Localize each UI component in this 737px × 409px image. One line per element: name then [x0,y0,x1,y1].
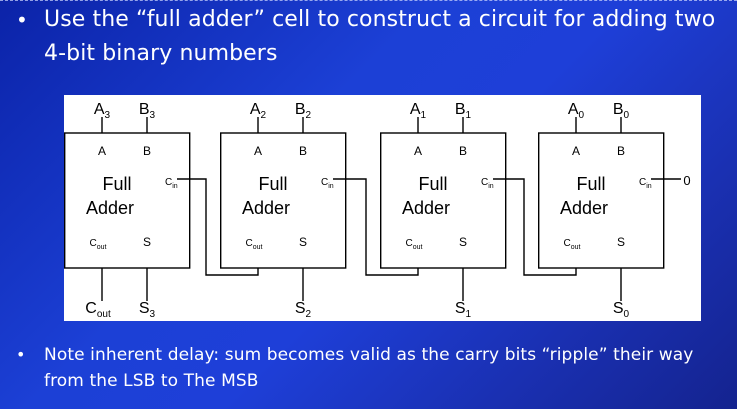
full-adder-cell-1 [380,132,507,269]
sum-label-s2: S2 [295,300,312,320]
port-label-cin: Cin [639,177,652,190]
input-label-a3: A3 [94,101,111,121]
port-label-s: S [299,235,307,249]
full-adder-cell-2 [219,132,347,269]
input-label-a1: A1 [410,101,427,121]
port-label-a: A [98,144,106,158]
sum-label-s0: S0 [613,300,630,320]
input-label-b1: B1 [455,101,472,121]
bullet-point-1: • Use the “full adder” cell to construct… [16,3,716,71]
cell-name-full: Full [102,174,131,194]
input-label-a0: A0 [568,101,585,121]
carry-ripple-wire-3 [177,178,259,276]
port-label-b: B [143,144,151,158]
port-label-b: B [617,144,625,158]
input-label-b2: B2 [295,101,312,121]
sum-label-s3: S3 [139,300,156,320]
cell-name-full: Full [258,174,287,194]
cell-name-full: Full [418,174,447,194]
carry-ripple-wire-1 [493,178,577,276]
port-label-cout: Cout [90,238,107,251]
port-label-cin: Cin [165,177,178,190]
full-adder-cell-3 [64,132,191,269]
cell-name-full: Full [576,174,605,194]
bullet-text-1: Use the “full adder” cell to construct a… [44,7,716,66]
port-label-a: A [254,144,262,158]
port-label-cout: Cout [564,238,581,251]
port-label-a: A [414,144,422,158]
port-label-b: B [299,144,307,158]
port-label-b: B [459,144,467,158]
cell-name-adder: Adder [86,198,134,218]
cell-name-adder: Adder [560,198,608,218]
carry-out-label: Cout [85,300,111,320]
carry-ripple-wire-2 [333,178,419,276]
sum-label-s1: S1 [455,300,472,320]
bullet-dot-icon: • [16,8,28,32]
bullet-text-2: Note inherent delay: sum becomes valid a… [44,345,694,391]
bullet-point-2: • Note inherent delay: sum becomes valid… [16,342,721,394]
carry-in-value: 0 [683,173,690,188]
port-label-s: S [143,235,151,249]
port-label-cin: Cin [321,177,334,190]
port-label-cout: Cout [246,238,263,251]
input-label-b3: B3 [139,101,156,121]
input-label-b0: B0 [613,101,630,121]
port-label-s: S [459,235,467,249]
bullet-dot-icon: • [16,345,26,364]
port-label-cin: Cin [481,177,494,190]
full-adder-cell-0 [538,132,665,269]
input-label-a2: A2 [250,101,267,121]
port-label-cout: Cout [406,238,423,251]
cell-name-adder: Adder [242,198,290,218]
slide-top-rule [0,0,737,2]
port-label-a: A [572,144,580,158]
port-label-s: S [617,235,625,249]
cell-name-adder: Adder [402,198,450,218]
